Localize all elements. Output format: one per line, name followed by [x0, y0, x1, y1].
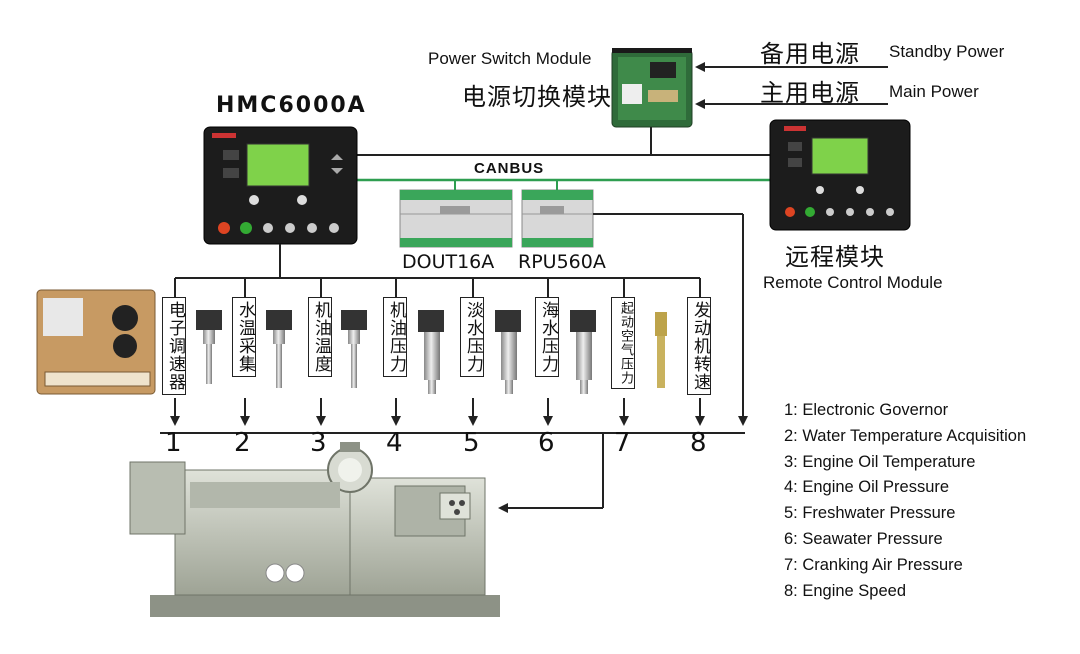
legend-item-5: 5: Freshwater Pressure — [784, 504, 956, 523]
dout16a-label: DOUT16A — [402, 251, 495, 273]
sensor-7-number: 7 — [614, 428, 631, 458]
rpu-wiring — [593, 213, 748, 426]
sensor-8-number: 8 — [690, 428, 707, 458]
main-cn-label: 主用电源 — [760, 79, 860, 107]
engine-image — [129, 442, 500, 617]
legend-item-6: 6: Seawater Pressure — [784, 529, 943, 548]
standby-cn-label: 备用电源 — [760, 40, 860, 68]
sensor-5-number: 5 — [463, 428, 480, 458]
sensor-3b-image — [341, 310, 367, 388]
sensor-3-number: 3 — [310, 428, 327, 458]
sensor-1-label: 电子调速器 — [162, 297, 186, 395]
sensor-images — [196, 310, 667, 394]
sensor-6-label: 海水压力 — [535, 297, 559, 377]
sensor-6-image — [570, 310, 596, 394]
sensor-6-number: 6 — [538, 428, 555, 458]
legend-item-7: 7: Cranking Air Pressure — [784, 555, 963, 574]
switch-module-cn-label: 电源切换模块 — [462, 83, 612, 111]
sensor-3-label: 机油温度 — [308, 297, 332, 377]
sensor-5-label: 淡水压力 — [460, 297, 484, 377]
canbus-label: CANBUS — [474, 160, 545, 177]
power-switch-module-image — [611, 48, 693, 128]
legend-item-8: 8: Engine Speed — [784, 581, 907, 600]
sensor-3a-image — [266, 310, 292, 388]
remote-controller-image — [769, 119, 911, 231]
legend-item-1: 1: Electronic Governor — [784, 401, 949, 419]
sensor-8-label: 发动机转速 — [687, 297, 711, 395]
supply-wiring — [357, 127, 770, 156]
standby-en-label: Standby Power — [889, 42, 1005, 61]
sensor-4-image — [418, 310, 444, 394]
rpu560a-label: RPU560A — [518, 251, 606, 273]
legend: 1: Electronic Governor 2: Water Temperat… — [784, 398, 1026, 604]
sensor-2-image — [196, 310, 222, 384]
remote-cn-label: 远程模块 — [785, 243, 885, 271]
power-lines — [695, 62, 888, 109]
sensor-8-image — [655, 312, 667, 388]
main-en-label: Main Power — [889, 82, 979, 101]
sensor-2-number: 2 — [234, 428, 251, 458]
sensor-arrows — [160, 398, 745, 513]
legend-item-3: 3: Engine Oil Temperature — [784, 452, 976, 471]
hmc6000a-controller-image — [203, 126, 358, 245]
remote-en-label: Remote Control Module — [763, 273, 943, 292]
legend-item-2: 2: Water Temperature Acquisition — [784, 426, 1027, 445]
sensor-4-number: 4 — [386, 428, 403, 458]
hmc6000a-label: HMC6000A — [216, 93, 367, 118]
sensor-5-image — [495, 310, 521, 394]
governor-image — [36, 289, 156, 395]
sensor-bus — [174, 244, 701, 297]
legend-item-4: 4: Engine Oil Pressure — [784, 478, 950, 497]
rpu560a-module-image — [521, 189, 594, 248]
dout16a-module-image — [399, 189, 513, 248]
sensor-4-label: 机油压力 — [383, 297, 407, 377]
sensor-1-number: 1 — [165, 428, 182, 458]
sensor-2-label: 水温采集 — [232, 297, 256, 377]
sensor-7-label: 起动空气压力 — [611, 297, 635, 389]
switch-module-en-label: Power Switch Module — [428, 49, 592, 68]
